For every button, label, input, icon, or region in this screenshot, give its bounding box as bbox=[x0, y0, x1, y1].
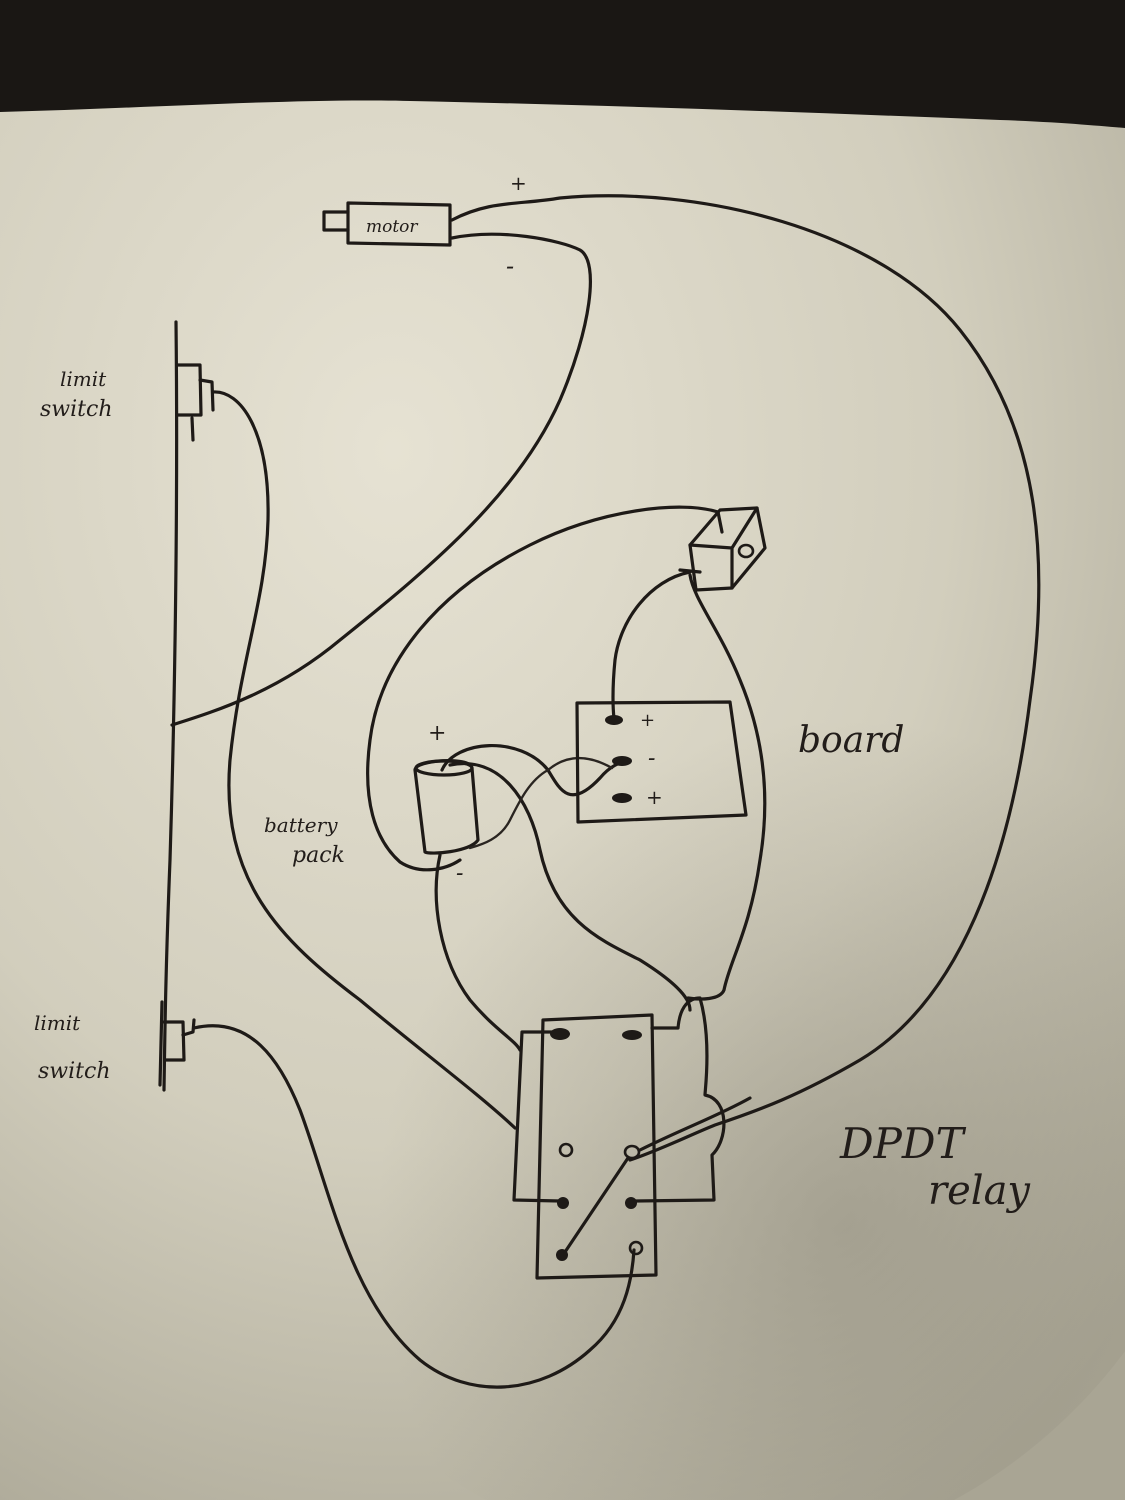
board: + - + board bbox=[575, 700, 904, 824]
wire-switch-to-battery bbox=[366, 505, 720, 872]
hand-shadow bbox=[200, 440, 1125, 1500]
wire-switch-to-relay bbox=[686, 573, 767, 1001]
battery-label-1: battery bbox=[264, 813, 338, 837]
limit-switch-top-label-1: limit bbox=[60, 367, 107, 391]
motor-plus-label: + bbox=[510, 171, 527, 195]
wire-battery-plus-to-relay bbox=[448, 762, 692, 1012]
wire-loop-to-relay bbox=[638, 1096, 752, 1152]
motor-label: motor bbox=[366, 217, 418, 237]
limit-switch-bottom-label-1: limit bbox=[34, 1011, 81, 1035]
wire-battery-minus-to-relay bbox=[434, 853, 522, 1052]
relay-label-2: relay bbox=[928, 1168, 1031, 1214]
motor: motor + - bbox=[322, 171, 527, 280]
board-terminal-3: + bbox=[646, 785, 663, 809]
limit-switch-top-label-2: switch bbox=[40, 397, 113, 422]
wire-motor-minus bbox=[170, 232, 592, 727]
board-label: board bbox=[798, 720, 904, 761]
limit-switch-bottom-label-2: switch bbox=[38, 1059, 111, 1084]
board-terminal-1: + bbox=[640, 710, 655, 731]
battery-pack: + - battery pack bbox=[264, 721, 480, 886]
wire-board-plus2 bbox=[468, 756, 614, 850]
dpdt-relay: DPDT relay bbox=[512, 996, 1031, 1280]
left-rail-wire bbox=[162, 320, 179, 1092]
motor-minus-label: - bbox=[506, 252, 514, 280]
battery-plus-label: + bbox=[428, 721, 446, 746]
relay-label-1: DPDT bbox=[839, 1119, 967, 1168]
wire-limit-top bbox=[211, 390, 517, 1130]
wire-motor-plus bbox=[450, 194, 1041, 1162]
battery-label-2: pack bbox=[292, 843, 345, 868]
limit-switch-bottom: limit switch bbox=[34, 1000, 196, 1087]
battery-minus-label: - bbox=[456, 861, 463, 886]
wire-limit-bottom bbox=[192, 1024, 636, 1389]
board-terminal-2: - bbox=[648, 746, 655, 771]
limit-switch-top: limit switch bbox=[40, 363, 215, 442]
